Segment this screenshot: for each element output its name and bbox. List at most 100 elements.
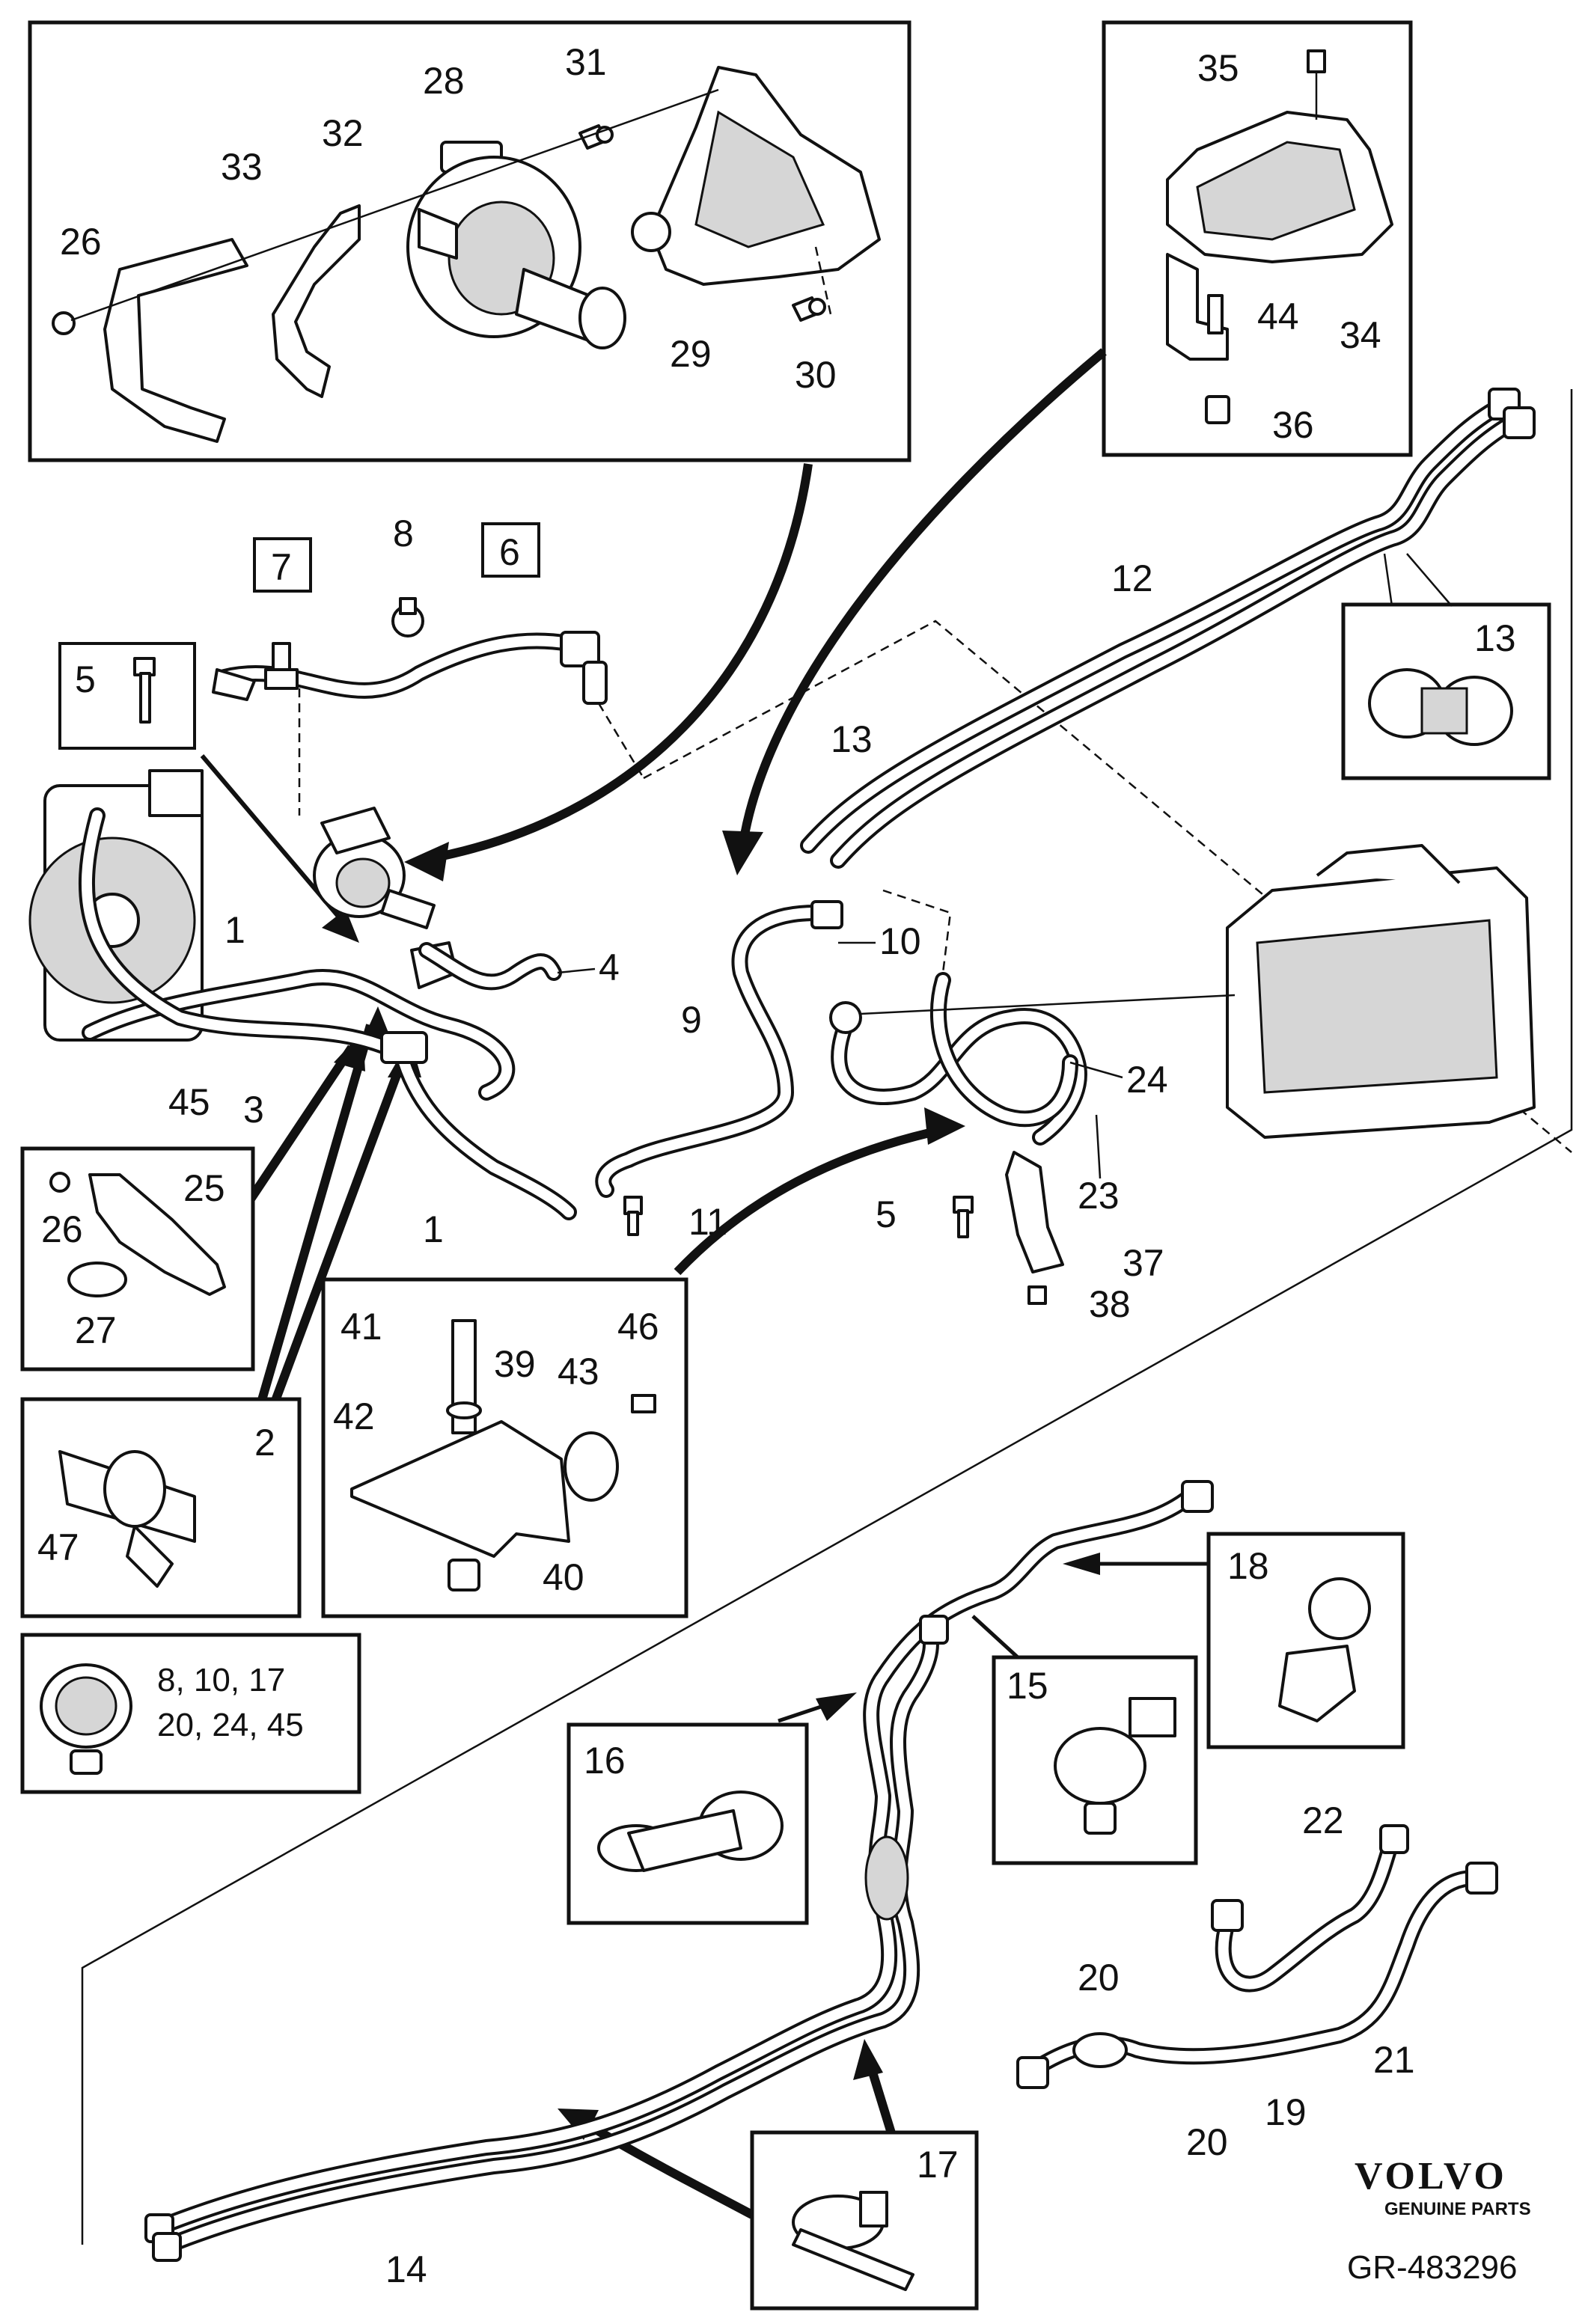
label-1a: 1 xyxy=(225,909,245,951)
pipe-14 xyxy=(144,1480,1214,2262)
label-5a: 5 xyxy=(75,658,96,700)
label-11: 11 xyxy=(688,1201,727,1243)
pump-detail-box: 26 33 32 28 31 29 30 xyxy=(28,20,911,462)
label-30: 30 xyxy=(795,354,837,396)
label-13a: 13 xyxy=(831,718,873,760)
label-39: 39 xyxy=(494,1343,536,1385)
label-4: 4 xyxy=(599,947,620,988)
label-27: 27 xyxy=(75,1309,117,1351)
hose-19 xyxy=(1016,1862,1498,2089)
label-6: 6 xyxy=(499,531,520,573)
pump-assembly-center xyxy=(313,807,458,989)
cover-detail-box: 35 44 34 36 xyxy=(1102,20,1413,457)
screw-35 xyxy=(1307,49,1326,120)
label-46: 46 xyxy=(617,1306,659,1348)
label-2: 2 xyxy=(254,1422,275,1464)
label-18: 18 xyxy=(1227,1545,1269,1587)
brand-logo-text: VOLVO xyxy=(1355,2155,1507,2198)
screw-30 xyxy=(792,296,826,322)
clip-36 xyxy=(1205,395,1230,424)
clip-15-box xyxy=(992,1655,1198,1865)
label-5b: 5 xyxy=(876,1193,897,1235)
label-21: 21 xyxy=(1373,2039,1415,2081)
radiator-assembly xyxy=(28,769,204,1042)
volvo-logo: VOLVO GENUINE PARTS xyxy=(1355,2155,1531,2219)
nut-26 xyxy=(52,311,76,335)
clamp-legend-box xyxy=(20,1633,361,1794)
label-45: 45 xyxy=(168,1081,210,1123)
legend-line-2: 20, 24, 45 xyxy=(157,1707,304,1743)
bracket-33 xyxy=(103,238,248,443)
hose-9 xyxy=(595,900,843,1236)
pump-housing-29 xyxy=(631,66,881,286)
electric-pump-28 xyxy=(406,141,626,349)
label-15: 15 xyxy=(1007,1665,1048,1707)
label-42: 42 xyxy=(333,1395,375,1437)
tag-6 xyxy=(481,522,540,578)
clamp-18-box xyxy=(1206,1532,1405,1749)
label-16: 16 xyxy=(584,1740,626,1782)
brand-tagline: GENUINE PARTS xyxy=(1384,2199,1531,2219)
label-22: 22 xyxy=(1302,1799,1344,1841)
label-9: 9 xyxy=(681,999,702,1041)
label-36: 36 xyxy=(1272,404,1314,446)
connector-2-box xyxy=(20,1397,302,1618)
label-38: 38 xyxy=(1089,1283,1131,1325)
label-12: 12 xyxy=(1111,557,1153,599)
screw-5-box xyxy=(58,642,196,750)
label-8: 8 xyxy=(393,513,414,554)
label-3: 3 xyxy=(243,1089,264,1131)
label-28: 28 xyxy=(423,60,465,102)
hose-6 xyxy=(212,597,645,816)
bracket-25-box xyxy=(20,1146,255,1372)
label-23: 23 xyxy=(1078,1175,1120,1217)
label-44: 44 xyxy=(1257,296,1299,337)
plate-39-box xyxy=(321,1277,688,1618)
legend-line-1: 8, 10, 17 xyxy=(157,1662,285,1698)
label-34: 34 xyxy=(1340,314,1381,356)
label-20b: 20 xyxy=(1186,2121,1228,2163)
label-14: 14 xyxy=(385,2248,427,2290)
connector-2-mini xyxy=(380,1031,428,1064)
label-13b: 13 xyxy=(1474,617,1516,659)
label-10: 10 xyxy=(879,920,921,962)
label-31: 31 xyxy=(565,41,607,83)
clip-16-box xyxy=(567,1722,809,1925)
screw-44 xyxy=(1207,294,1224,334)
hose-3 xyxy=(79,807,412,1063)
label-35: 35 xyxy=(1197,47,1239,89)
label-1b: 1 xyxy=(423,1208,444,1250)
bracket-37 xyxy=(953,1151,1064,1305)
clamp-8 xyxy=(391,597,424,637)
hose-1 xyxy=(82,969,577,1220)
label-26b: 26 xyxy=(41,1208,83,1250)
nut-38 xyxy=(1027,1285,1047,1305)
sensor-7 xyxy=(264,642,299,690)
clip-17-box xyxy=(750,2130,979,2311)
strap-32 xyxy=(272,204,361,398)
pipe-12 xyxy=(800,388,1536,869)
label-43: 43 xyxy=(558,1351,599,1392)
label-25: 25 xyxy=(183,1167,225,1209)
label-29: 29 xyxy=(670,333,712,375)
hose-4 xyxy=(418,942,562,991)
label-33: 33 xyxy=(221,146,263,188)
label-40: 40 xyxy=(543,1556,584,1598)
reference-code: GR-483296 xyxy=(1347,2249,1517,2286)
clamp-13-box xyxy=(1341,602,1551,780)
screw-5b xyxy=(953,1196,974,1238)
label-41: 41 xyxy=(341,1306,382,1348)
hose-22 xyxy=(1211,1824,1409,1993)
label-24: 24 xyxy=(1126,1059,1168,1101)
label-17: 17 xyxy=(917,2144,959,2186)
label-47: 47 xyxy=(37,1526,79,1568)
label-26: 26 xyxy=(60,221,102,263)
label-7: 7 xyxy=(271,546,292,588)
inverter-housing xyxy=(1226,844,1536,1139)
label-19: 19 xyxy=(1265,2091,1307,2133)
label-37: 37 xyxy=(1123,1242,1164,1284)
hose-23 xyxy=(829,972,1087,1146)
screw-11 xyxy=(623,1196,643,1236)
label-32: 32 xyxy=(322,112,364,154)
